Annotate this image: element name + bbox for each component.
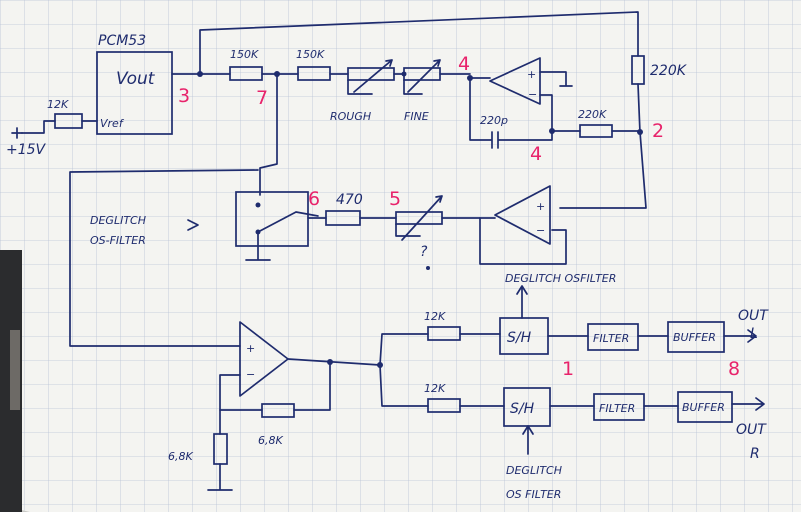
opamp3-minus-wire — [219, 374, 241, 435]
resistor-68k-fb-label: 6,8K — [258, 434, 283, 447]
opamp1-ground — [539, 71, 573, 87]
capacitor-220p — [469, 77, 553, 149]
resistor-470-label: 470 — [336, 192, 363, 208]
opamp1-plus: + — [527, 68, 536, 81]
out-right-label-1: OUT — [736, 422, 767, 438]
opamp3-output-wire — [287, 358, 381, 366]
opamp1-minus: − — [528, 88, 537, 101]
node-label-4-top: 4 — [458, 53, 470, 75]
pot-trim-question: ? — [420, 244, 428, 260]
node-label-2: 2 — [652, 120, 664, 142]
filter-left — [587, 323, 639, 351]
pcm53-chip — [96, 51, 173, 135]
opamp-buffer — [494, 185, 551, 245]
switch-contact-top — [255, 202, 261, 208]
pot-rough-label: ROUGH — [330, 110, 371, 123]
wire-to-left-channel — [379, 333, 429, 366]
opamp3-minus: − — [246, 368, 255, 381]
binder-clip — [10, 330, 20, 410]
resistor-68k-gnd-label: 6,8K — [168, 450, 193, 463]
sample-hold-left-label: S/H — [507, 330, 532, 346]
resistor-150k-a-label: 150K — [230, 48, 259, 61]
pot-fine-wiper — [403, 79, 423, 95]
opamp3-output-dot — [327, 359, 333, 365]
vref-pin-label: Vref — [100, 117, 125, 130]
out-left-label-1: OUT — [738, 308, 769, 324]
r220k-to-node2-wire — [637, 83, 641, 134]
deglitch-bottom-arrow — [522, 425, 534, 455]
feedback-68k-wire — [293, 361, 331, 411]
supply-label: +15V — [6, 142, 47, 158]
buffer-right — [677, 391, 733, 423]
node7-down-wire — [259, 73, 278, 196]
pot-rough-wiper — [347, 79, 373, 95]
supply-plus-symbol — [11, 127, 23, 139]
pot-trim-arrow — [401, 195, 443, 241]
resistor-150k-b-label: 150K — [296, 48, 325, 61]
switch-ground — [245, 231, 271, 261]
long-wire-to-output-amp — [69, 169, 259, 347]
opamp-iv-stage — [489, 57, 541, 105]
sample-hold-right-label: S/H — [510, 401, 535, 417]
resistor-12k-right-label: 12K — [424, 382, 446, 395]
pot-rough-arrow — [353, 59, 393, 93]
capacitor-220p-label: 220p — [480, 114, 508, 127]
pcm53-label: PCM53 — [98, 33, 146, 49]
vout-pin-label: Vout — [116, 69, 156, 89]
pot-fine-arrow — [407, 59, 441, 93]
node2-down-wire — [559, 131, 647, 209]
supply-wire — [21, 120, 56, 134]
deglitch-arrow — [187, 219, 199, 231]
filter-right — [593, 393, 645, 421]
opamp2-plus: + — [536, 200, 545, 213]
top-feedback-wire — [199, 11, 639, 75]
resistor-12k-left-label: 12K — [424, 310, 446, 323]
deglitch-bottom-label-1: DEGLITCH — [506, 464, 562, 477]
node-label-7: 7 — [256, 87, 268, 109]
deglitch-switch-label-1: DEGLITCH — [90, 214, 146, 227]
filter-left-label: FILTER — [593, 332, 629, 345]
resistor-220k-fb-label: 220K — [578, 108, 607, 121]
resistor-220k-top-label: 220K — [650, 63, 688, 79]
node-label-6: 6 — [308, 188, 320, 210]
node-label-4-bottom: 4 — [530, 143, 542, 165]
out-left-label-2: L — [750, 326, 758, 342]
filter-right-label: FILTER — [599, 402, 635, 415]
out-right-arrow — [731, 397, 765, 411]
pot-trim-dot — [426, 266, 430, 270]
opamp-output — [239, 321, 289, 397]
resistor-vref-12k-label: 12K — [47, 98, 69, 111]
buffer-left-label: BUFFER — [673, 331, 716, 344]
opamp3-plus: + — [246, 342, 255, 355]
node-label-3: 3 — [178, 85, 190, 107]
opamp1-minus-wire — [539, 94, 553, 134]
buffer-left — [667, 321, 725, 353]
node-label-1: 1 — [562, 358, 574, 380]
wire-to-right-channel — [379, 364, 429, 407]
node-label-8: 8 — [728, 358, 740, 380]
opamp3-ground — [207, 463, 233, 491]
out-right-label-2: R — [750, 446, 760, 462]
deglitch-top-label: DEGLITCH OSFILTER — [505, 272, 616, 285]
out-left-arrow — [723, 329, 757, 343]
buffer-right-label: BUFFER — [682, 401, 725, 414]
switch-arm — [257, 211, 319, 233]
pot-trim-wiper — [395, 223, 421, 237]
buffer-feedback-wire — [441, 217, 567, 265]
deglitch-switch-label-2: OS-FILTER — [90, 234, 146, 247]
deglitch-top-arrow — [516, 285, 528, 319]
deglitch-switch — [235, 191, 309, 247]
deglitch-bottom-label-2: OS FILTER — [506, 488, 561, 501]
node-label-5: 5 — [389, 188, 401, 210]
opamp2-minus: − — [536, 224, 545, 237]
pot-fine-label: FINE — [404, 110, 429, 123]
